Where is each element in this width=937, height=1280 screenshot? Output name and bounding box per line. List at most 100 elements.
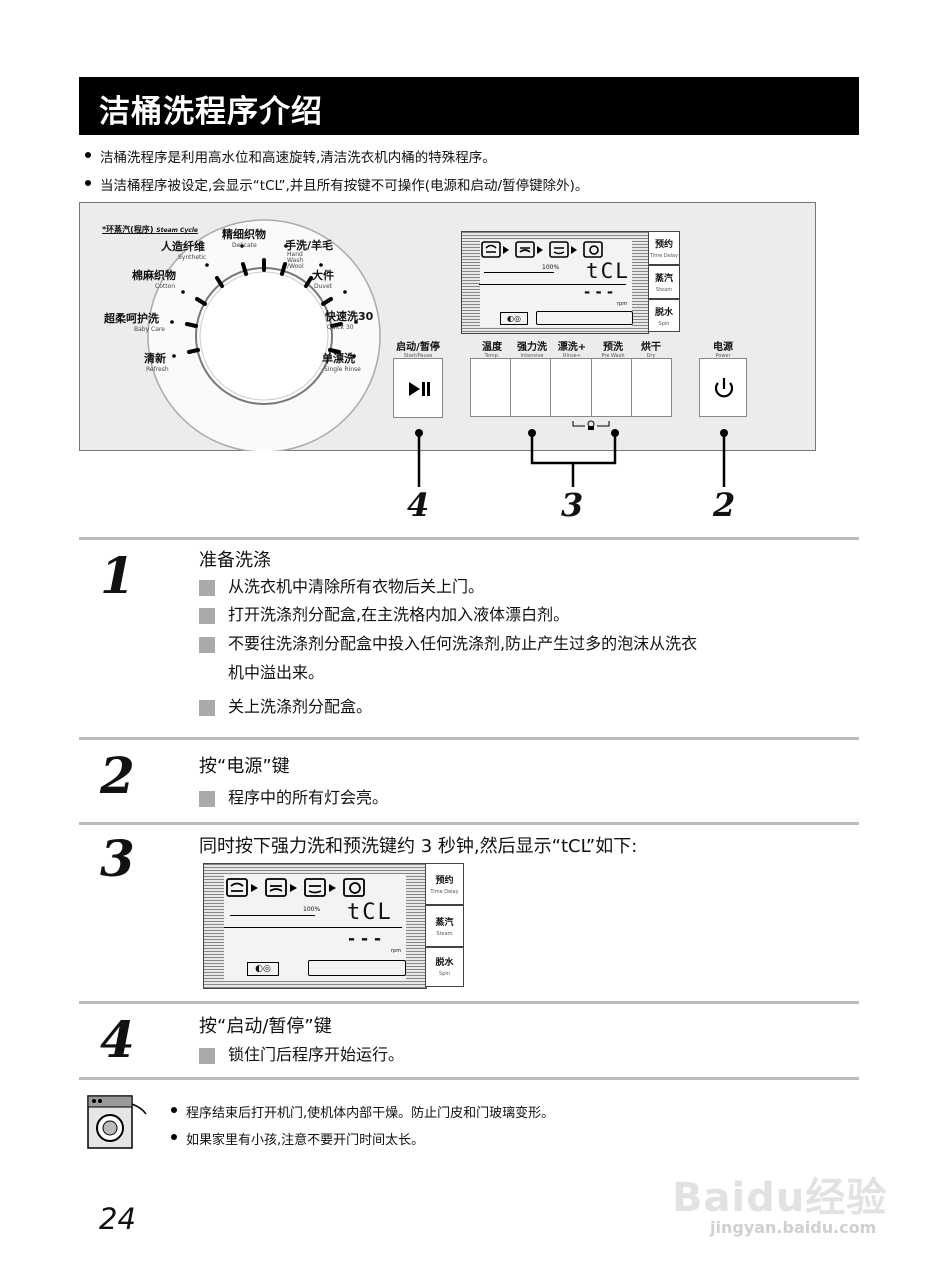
bullet-square-icon xyxy=(199,580,215,596)
step-heading: 按“启动/暂停”键 xyxy=(199,1016,332,1037)
watermark-url: jingyan.baidu.com xyxy=(710,1218,877,1237)
step-item: 锁住门后程序开始运行。 xyxy=(228,1045,405,1064)
step-item: 机中溢出来。 xyxy=(228,663,325,682)
callout-lines xyxy=(415,429,728,487)
dial-sub-babycare: Baby Care xyxy=(134,326,165,333)
step3-percent: 100% xyxy=(303,906,321,913)
progress-bar xyxy=(484,272,554,273)
dial-label-handwash: 手洗/羊毛 xyxy=(285,239,334,252)
step-item: 打开洗涤剂分配盒,在主洗格内加入液体漂白剂。 xyxy=(228,605,570,624)
child-lock-icon xyxy=(572,420,610,430)
dial-label-delicate: 精细织物 xyxy=(222,228,266,241)
prewash-button[interactable] xyxy=(591,358,632,417)
rinse-plus-button[interactable] xyxy=(550,358,592,417)
bullet-icon xyxy=(85,152,91,158)
dial-sub-delicate: Delicate xyxy=(232,242,257,249)
page-number: 24 xyxy=(99,1202,136,1236)
dial-label-synthetic: 人造纤维 xyxy=(161,240,205,253)
callout-3: 3 xyxy=(561,486,584,524)
step-divider xyxy=(79,1001,859,1004)
program-dial-graphic xyxy=(147,219,381,451)
step-heading: 同时按下强力洗和预洗键约 3 秒钟,然后显示“tCL”如下: xyxy=(199,836,638,857)
bullet-icon xyxy=(171,1134,177,1140)
note-2: 如果家里有小孩,注意不要开门时间太长。 xyxy=(171,1129,424,1148)
note-1: 程序结束后打开机门,使机体内部干燥。防止门皮和门玻璃变形。 xyxy=(171,1102,554,1121)
title-bar: 洁桶洗程序介绍 xyxy=(79,77,859,135)
dial-sub-handwash: Hand Wash /Wool xyxy=(287,251,304,270)
step-divider xyxy=(79,1077,859,1080)
power-icon xyxy=(714,378,734,398)
dial-label-cotton: 棉麻织物 xyxy=(132,269,176,282)
callout-2: 2 xyxy=(713,486,736,524)
dial-caption: *环蒸汽(程序) Steam Cycle xyxy=(102,225,198,234)
bullet-icon xyxy=(171,1107,177,1113)
dial-sub-cotton: Cotton xyxy=(155,283,176,290)
display-divider xyxy=(479,284,626,285)
cycle-progress-icons xyxy=(481,241,603,258)
play-pause-icon xyxy=(409,382,430,396)
callout-4: 4 xyxy=(407,486,430,524)
page-title: 洁桶洗程序介绍 xyxy=(99,94,323,130)
dial-label-refresh: 清新 xyxy=(144,352,166,365)
display-rpm: rpm xyxy=(617,301,628,307)
dry-button[interactable] xyxy=(631,358,672,417)
step3-dashes: - - - xyxy=(348,929,382,949)
dial-sub-quick30: Quick 30 xyxy=(327,324,354,331)
bullet-square-icon xyxy=(199,791,215,807)
display-dashes: - - - xyxy=(584,283,614,301)
intensive-button[interactable] xyxy=(510,358,551,417)
dial-sub-refresh: Refresh xyxy=(146,366,169,373)
bullet-icon xyxy=(85,180,91,186)
step-heading: 按“电源”键 xyxy=(199,756,290,777)
step3-sound-lock-icon: ◐◎ xyxy=(247,962,279,976)
power-button[interactable] xyxy=(699,358,747,417)
intro-line-1: 洁桶洗程序是利用高水位和高速旋转,清洁洗衣机内桶的特殊程序。 xyxy=(85,146,496,166)
step-item: 不要往洗涤剂分配盒中投入任何洗涤剂,防止产生过多的泡沫从洗衣 xyxy=(228,634,698,653)
step3-rpm: rpm xyxy=(391,948,402,954)
step-number: 4 xyxy=(100,1010,135,1069)
intro-line-2: 当洁桶程序被设定,会显示“tCL”,并且所有按键不可操作(电源和启动/暂停键除外… xyxy=(85,174,588,194)
step-item: 程序中的所有灯会亮。 xyxy=(228,788,389,807)
step3-progress-bar xyxy=(230,915,315,916)
step-heading: 准备洗涤 xyxy=(199,550,271,571)
step3-divider xyxy=(224,927,402,928)
bullet-square-icon xyxy=(199,608,215,624)
temp-button[interactable] xyxy=(470,358,511,417)
dial-label-babycare: 超柔呵护洗 xyxy=(104,312,159,325)
dial-label-duvet: 大件 xyxy=(312,269,334,282)
step3-display-code: tCL xyxy=(347,900,393,925)
bullet-square-icon xyxy=(199,1048,215,1064)
step-number: 3 xyxy=(100,829,135,888)
watermark-brand: Baidu经验 xyxy=(672,1175,888,1221)
dial-sub-duvet: Duvet xyxy=(314,283,333,290)
display-code: tCL xyxy=(586,259,630,283)
step-number: 1 xyxy=(100,546,135,605)
start-pause-button[interactable] xyxy=(393,358,443,418)
dial-sub-synthetic: Synthetic xyxy=(178,254,207,261)
bullet-square-icon xyxy=(199,637,215,653)
step3-cycle-icons xyxy=(226,878,365,897)
dial-label-quick30: 快速洗30 xyxy=(325,310,374,323)
step-item: 关上洗涤剂分配盒。 xyxy=(228,697,373,716)
bullet-square-icon xyxy=(199,700,215,716)
step-divider xyxy=(79,822,859,825)
display-percent: 100% xyxy=(542,264,560,271)
dial-label-singlerinse: 单漂洗 xyxy=(322,352,355,365)
step-divider xyxy=(79,737,859,740)
step3-text-area xyxy=(308,960,406,976)
sound-lock-icon: ◐◎ xyxy=(500,312,528,325)
option-label-rinse: 漂洗+Rinse+ xyxy=(557,342,587,359)
step-number: 2 xyxy=(100,746,135,805)
washing-machine-icon xyxy=(87,1095,147,1149)
